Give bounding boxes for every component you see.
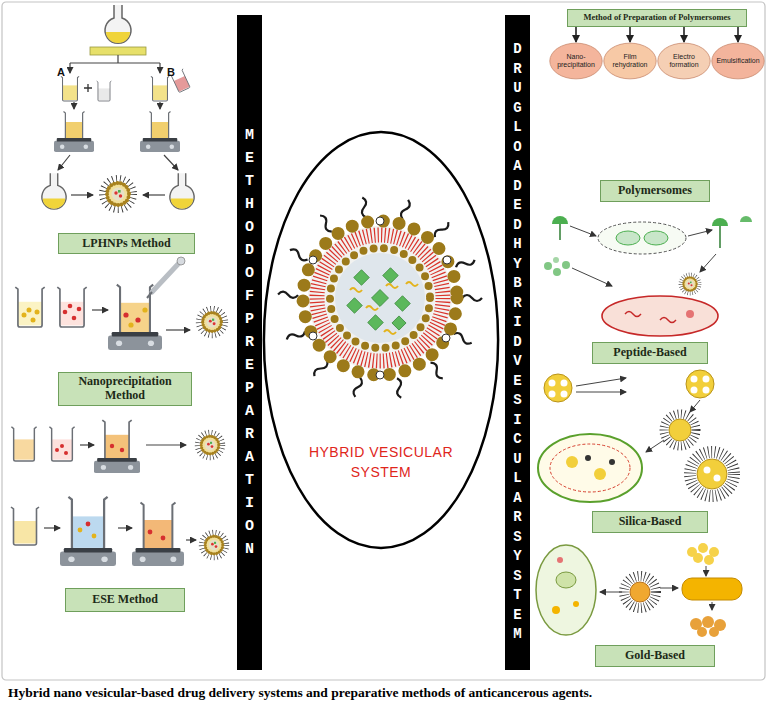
method-label-box: Nanoprecipitation Method xyxy=(58,372,192,406)
ellipse-path xyxy=(550,43,602,79)
node-text: Peptide-Based xyxy=(613,346,686,360)
method-label-box: Gold-Based xyxy=(595,645,715,667)
panel-letter: A xyxy=(57,66,65,78)
arrow-connector xyxy=(575,27,577,42)
node-text: Film rehydration xyxy=(608,53,652,69)
vertical-banner: DRUGLOADEDHYBRIDVESICULARSYSTEM xyxy=(505,15,530,670)
method-label-box: ESE Method xyxy=(65,588,185,612)
banner-text: METHODOFPREPARATION xyxy=(242,124,257,561)
panel-letter: B xyxy=(167,66,175,78)
vertical-banner: METHODOFPREPARATION xyxy=(237,15,262,670)
hybrid-vesicle-ellipse: HYBRID VESICULAR SYSTEM xyxy=(262,130,500,550)
node-text: Nano-precipitation xyxy=(554,53,598,69)
node-text: Silica-Based xyxy=(619,515,682,529)
node-text: Polymersomes xyxy=(618,184,692,198)
node-text: Electro formation xyxy=(662,53,706,69)
node-text: ESE Method xyxy=(92,593,158,607)
node-text: Method of Preparation of Polymersomes xyxy=(583,13,730,23)
node-text: Nanoprecipitation Method xyxy=(66,375,184,403)
node-text: Emulsification xyxy=(716,57,759,65)
node-text: HYBRID VESICULAR SYSTEM xyxy=(295,442,467,483)
banner-text: DRUGLOADEDHYBRIDVESICULARSYSTEM xyxy=(511,40,525,645)
ellipse-outline xyxy=(262,130,500,550)
ellipse-path xyxy=(264,132,498,548)
method-label-box: Method of Preparation of Polymersomes xyxy=(567,9,747,27)
method-oval: Electro formation xyxy=(657,42,711,80)
method-label-box: Silica-Based xyxy=(592,511,708,533)
node-text: Gold-Based xyxy=(625,649,685,663)
method-oval: Emulsification xyxy=(711,42,765,80)
method-oval: Nano-precipitation xyxy=(549,42,603,80)
ellipse-path xyxy=(604,43,656,79)
method-label-box: Polymersomes xyxy=(600,180,710,202)
ellipse-path xyxy=(658,43,710,79)
method-oval: Film rehydration xyxy=(603,42,657,80)
ellipse-path xyxy=(712,43,764,79)
caption: Hybrid nano vesicular-based drug deliver… xyxy=(8,685,763,701)
arrow-connector xyxy=(683,27,685,42)
arrow-connector xyxy=(737,27,739,42)
node-text: LPHNPs Method xyxy=(82,237,170,251)
method-label-box: LPHNPs Method xyxy=(58,233,195,254)
arrow-connector xyxy=(629,27,631,42)
method-label-box: Peptide-Based xyxy=(592,342,708,364)
